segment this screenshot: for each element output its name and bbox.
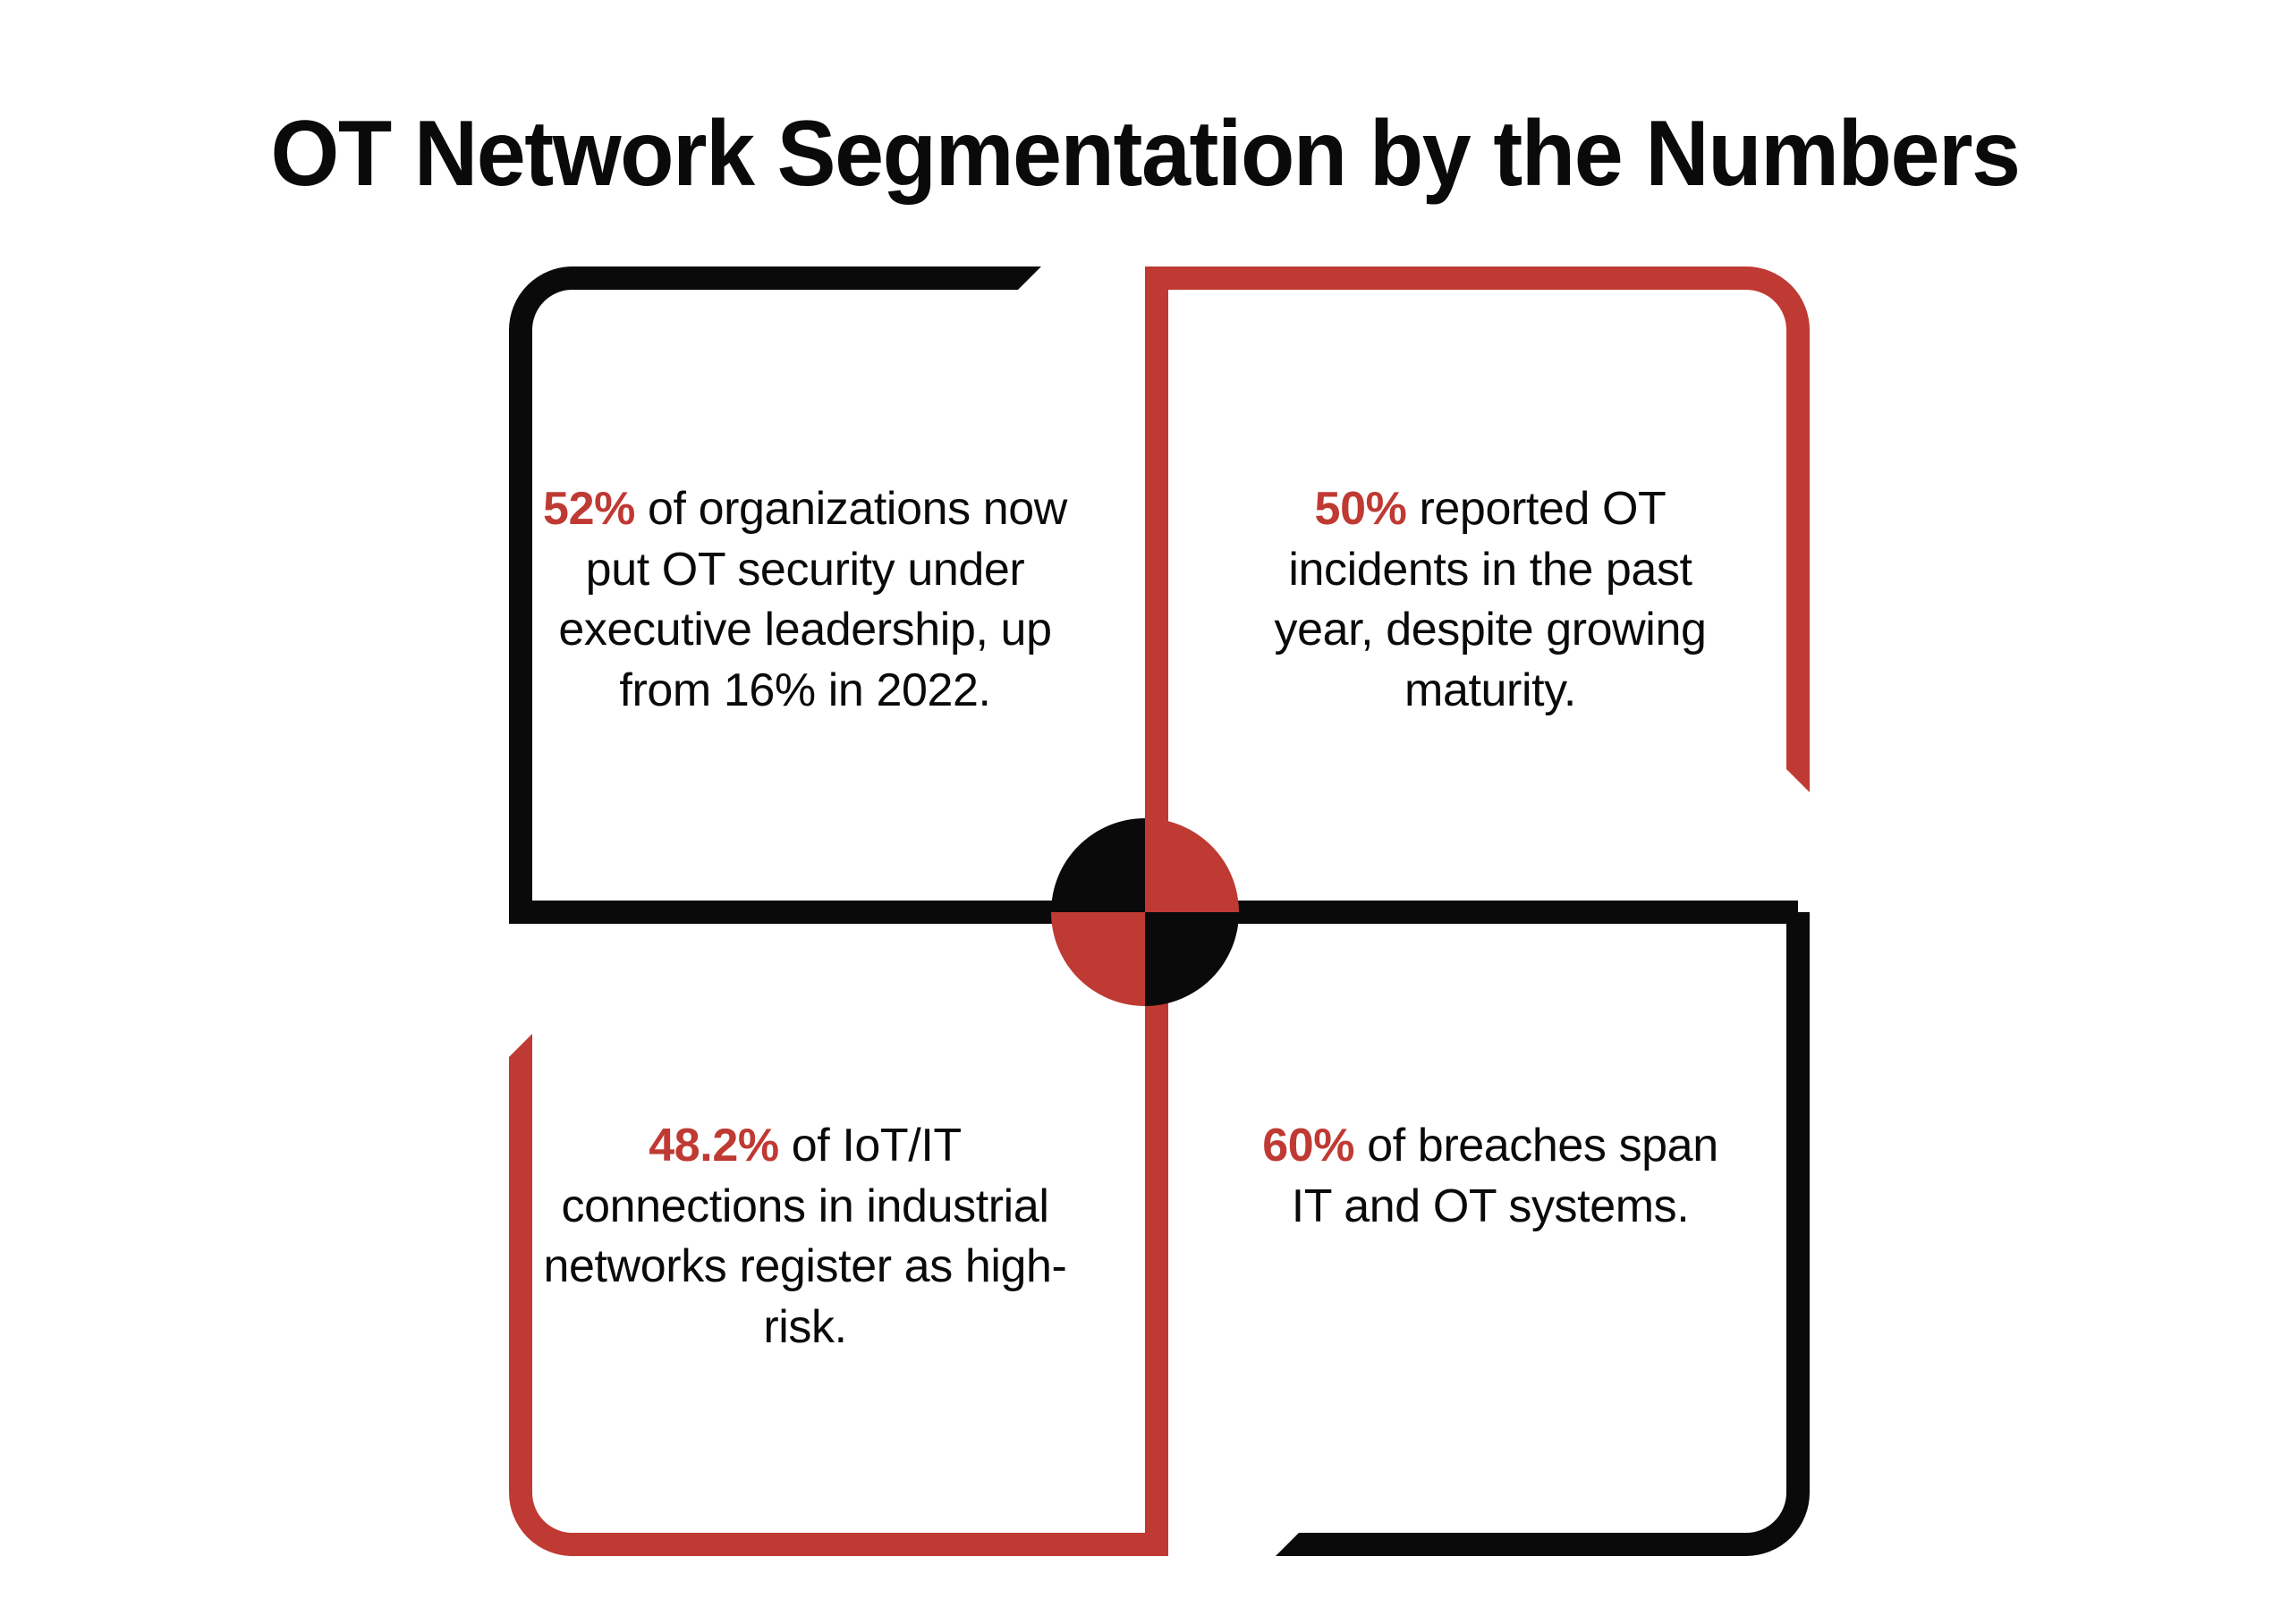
page-title: OT Network Segmentation by the Numbers [270,101,2021,206]
stat-block-top-left: 52% of organizations now put OT security… [537,479,1073,721]
black-frame-path-lower [1299,912,1810,1556]
stat-text-bottom-left: of IoT/IT connections in industrial netw… [543,1120,1067,1353]
stat-block-top-right: 50% reported OT incidents in the past ye… [1249,479,1732,721]
stat-value-bottom-right: 60% [1262,1120,1355,1171]
stat-block-bottom-right: 60% of breaches span IT and OT systems. [1249,1116,1732,1237]
circle-quarter-bottom-right [1145,912,1239,1006]
black-frame-path-upper [509,266,1798,924]
red-frame-path-top-right [1157,266,1810,769]
red-frame-path-bottom-left [509,1057,1157,1556]
stat-text-bottom-right: of breaches span IT and OT systems. [1291,1120,1718,1232]
frame-black [509,266,1810,1556]
center-emblem-quartered-circle [1051,818,1239,1006]
stat-block-bottom-left: 48.2% of IoT/IT connections in industria… [537,1116,1073,1358]
stat-value-bottom-left: 48.2% [649,1120,779,1171]
stat-value-top-left: 52% [543,483,635,535]
stat-text-top-left: of organizations now put OT security und… [558,483,1067,716]
black-bottom-edge-diagonal-cap [1276,1533,1299,1556]
circle-quarter-bottom-left [1051,912,1145,1006]
stat-value-top-right: 50% [1314,483,1407,535]
circle-quarter-top-left [1051,818,1145,912]
circle-quarter-top-right [1145,818,1239,912]
red-left-edge-diagonal-cap [509,1034,532,1057]
stat-text-top-right: reported OT incidents in the past year, … [1274,483,1707,716]
black-top-edge-diagonal-cap [1018,266,1041,290]
red-right-edge-diagonal-cap [1786,769,1810,792]
